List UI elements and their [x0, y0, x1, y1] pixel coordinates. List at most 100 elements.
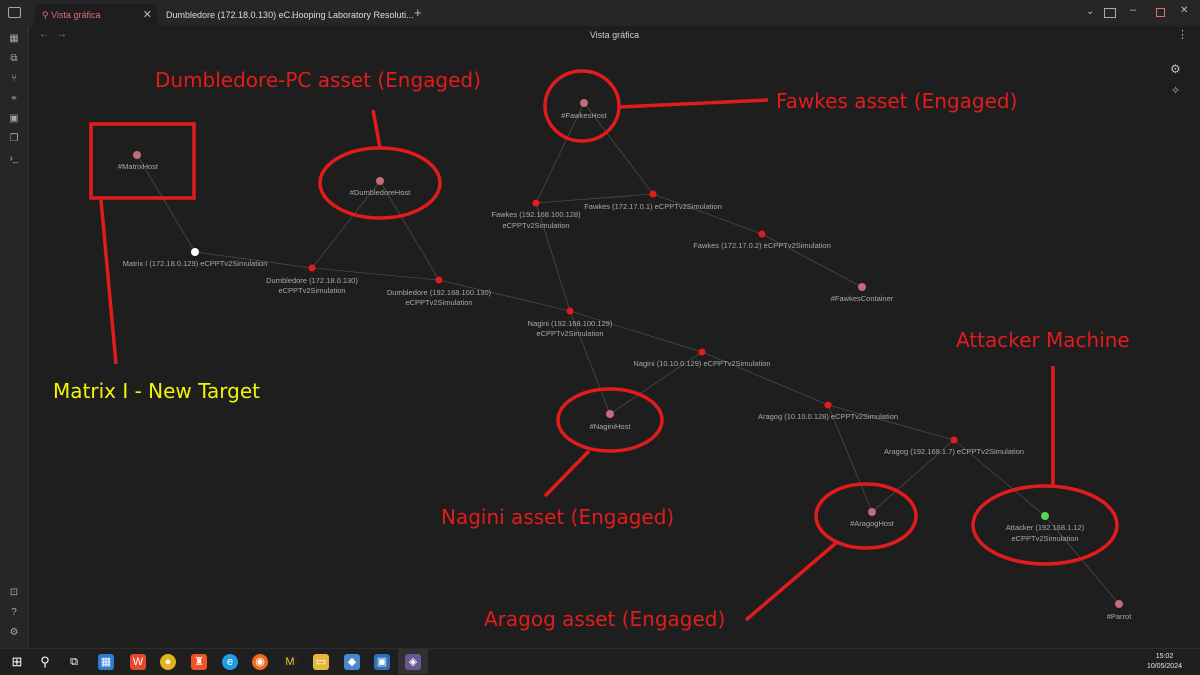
- taskbar: ⊞ ⚲ ⧉ ▦ W ● ♜ e ◉ M ▭ ◆ ▣ ◈ 15:02 10/05/…: [0, 648, 1200, 675]
- obsidian-icon[interactable]: ◈: [405, 654, 421, 670]
- graph-node-nagini-100[interactable]: [566, 307, 574, 315]
- node-label-dumbledore-100-line1: Dumbledore (192.168.100.130): [387, 288, 492, 297]
- graph-node-dumbledore-100[interactable]: [435, 276, 443, 284]
- minimize-icon[interactable]: –: [1130, 4, 1137, 16]
- files-icon[interactable]: ❐: [9, 133, 19, 144]
- firefox-icon[interactable]: ◉: [252, 654, 268, 670]
- edge: [535, 193, 654, 204]
- maximize-icon[interactable]: [1156, 8, 1165, 17]
- edge: [569, 310, 611, 415]
- graph-node-dumbledore-host[interactable]: [376, 177, 384, 185]
- node-label-attacker-line2: eCPPTv2Simulation: [1011, 534, 1078, 543]
- node-label-matrix-i: Matrix I (172.18.0.129) eCPPTv2Simulatio…: [123, 259, 268, 268]
- vault-icon[interactable]: ⊡: [9, 587, 19, 598]
- calendar-icon[interactable]: ▣: [9, 113, 19, 124]
- office-icon[interactable]: W: [130, 654, 146, 670]
- node-label-nagini-host: #NaginiHost: [590, 422, 632, 431]
- windows-start-icon[interactable]: ⊞: [11, 654, 23, 669]
- graph-node-fawkes-17-2[interactable]: [758, 230, 766, 238]
- graph-node-parrot[interactable]: [1115, 600, 1123, 608]
- clock[interactable]: 15:02 10/05/2024: [1147, 652, 1182, 672]
- forward-arrow-icon[interactable]: →: [57, 29, 67, 40]
- annotation-matrix: Matrix I - New Target: [53, 379, 260, 403]
- edge: [535, 102, 585, 204]
- edge: [311, 267, 440, 281]
- file-explorer-icon[interactable]: ▭: [313, 654, 329, 670]
- graph-settings-icon[interactable]: ⚙: [1170, 62, 1181, 76]
- graph-node-dumbledore-18[interactable]: [308, 264, 316, 272]
- matrix-host-box: [89, 122, 196, 200]
- graph-icon: ⚲: [42, 10, 52, 20]
- graph-node-fawkes-host[interactable]: [580, 99, 588, 107]
- virtualbox-icon[interactable]: ▣: [374, 654, 390, 670]
- graph-node-matrix-i[interactable]: [191, 248, 199, 256]
- graph-node-nagini-host[interactable]: [606, 410, 614, 418]
- animate-graph-icon[interactable]: ✧: [1171, 85, 1181, 97]
- graph-node-fawkes-100[interactable]: [532, 199, 540, 207]
- tab-dumbledore[interactable]: Dumbledore (172.18.0.130) eC...: [158, 4, 298, 26]
- edge: [652, 193, 763, 235]
- graph-edges: [136, 102, 1120, 605]
- edge: [701, 351, 829, 406]
- graph-node-aragog-10[interactable]: [824, 401, 832, 409]
- graph-node-fawkes-container[interactable]: [858, 283, 866, 291]
- edge: [871, 439, 955, 513]
- split-view-icon[interactable]: [1104, 8, 1116, 18]
- graph-node-matrix-host[interactable]: [133, 151, 141, 159]
- graph-view-icon[interactable]: ⑂: [11, 73, 17, 84]
- help-icon[interactable]: ?: [11, 607, 17, 618]
- chrome-icon[interactable]: ●: [160, 654, 176, 670]
- graph-node-attacker[interactable]: [1041, 512, 1049, 520]
- node-label-dumbledore-18-line2: eCPPTv2Simulation: [278, 286, 345, 295]
- aragog-pointer-line: [744, 541, 838, 622]
- left-ribbon: ▦ ⧉ ⑂ ⌖ ▣ ❐ ›_ ⊡ ? ⚙: [0, 26, 29, 648]
- edge: [438, 279, 571, 312]
- node-label-nagini-100-line1: Nagini (192.168.100.129): [528, 319, 613, 328]
- malwarebytes-icon[interactable]: M: [282, 654, 298, 670]
- app-icon[interactable]: ◆: [344, 654, 360, 670]
- graph-node-nagini-10[interactable]: [698, 348, 706, 356]
- tab-graph-view[interactable]: ⚲ Vista gráfica ✕: [34, 4, 158, 26]
- edge: [535, 202, 571, 312]
- search-icon[interactable]: ⚲: [40, 654, 50, 669]
- edge: [827, 404, 873, 513]
- back-arrow-icon[interactable]: ←: [39, 29, 49, 40]
- more-options-icon[interactable]: ⋮: [1177, 29, 1188, 41]
- tab-label: Dumbledore (172.18.0.130) eC...: [166, 10, 298, 20]
- dumbledore-pointer-line: [371, 109, 382, 149]
- graph-node-aragog-1[interactable]: [950, 436, 958, 444]
- edge: [311, 180, 381, 269]
- nagini-pointer-line: [543, 449, 591, 498]
- graph-node-aragog-host[interactable]: [868, 508, 876, 516]
- new-tab-button[interactable]: +: [414, 5, 422, 20]
- node-label-nagini-10: Nagini (10.10.0.129) eCPPTv2Simulation: [633, 359, 770, 368]
- dashboard-icon[interactable]: ▦: [9, 33, 19, 44]
- terminal-icon[interactable]: ›_: [9, 153, 19, 164]
- edge-icon[interactable]: e: [222, 654, 238, 670]
- brave-icon[interactable]: ♜: [191, 654, 207, 670]
- node-label-fawkes-100-line1: Fawkes (192.168.100.128): [491, 210, 581, 219]
- tab-hooping[interactable]: Hooping Laboratory Resoluti...: [284, 4, 414, 26]
- tag-icon[interactable]: ⌖: [11, 93, 17, 104]
- sidebar-toggle-icon[interactable]: [8, 7, 21, 18]
- node-label-dumbledore-100-line2: eCPPTv2Simulation: [405, 298, 472, 307]
- node-label-fawkes-17-1: Fawkes (172.17.0.1) eCPPTv2Simulation: [584, 202, 722, 211]
- task-view-icon[interactable]: ⧉: [70, 656, 78, 668]
- tab-list-icon[interactable]: ⌄: [1086, 6, 1095, 17]
- view-title: Vista gráfica: [589, 30, 640, 40]
- node-label-fawkes-container: #FawkesContainer: [831, 294, 894, 303]
- node-label-parrot: #Parrot: [1107, 612, 1133, 621]
- nagini-host-circle: [556, 387, 664, 453]
- settings-icon[interactable]: ⚙: [9, 627, 19, 638]
- tab-label: Vista gráfica: [51, 10, 101, 20]
- node-label-dumbledore-18-line1: Dumbledore (172.18.0.130): [266, 276, 358, 285]
- edge: [194, 251, 313, 269]
- graph-canvas[interactable]: #FawkesHost #MatrixHost #DumbledoreHost …: [0, 0, 1200, 648]
- edge: [609, 351, 703, 415]
- store-icon[interactable]: ▦: [98, 654, 114, 670]
- switcher-icon[interactable]: ⧉: [10, 53, 18, 64]
- fawkes-pointer-line: [619, 98, 769, 109]
- close-tab-icon[interactable]: ✕: [142, 9, 152, 21]
- graph-node-fawkes-17-1[interactable]: [649, 190, 657, 198]
- close-window-icon[interactable]: ✕: [1180, 5, 1189, 16]
